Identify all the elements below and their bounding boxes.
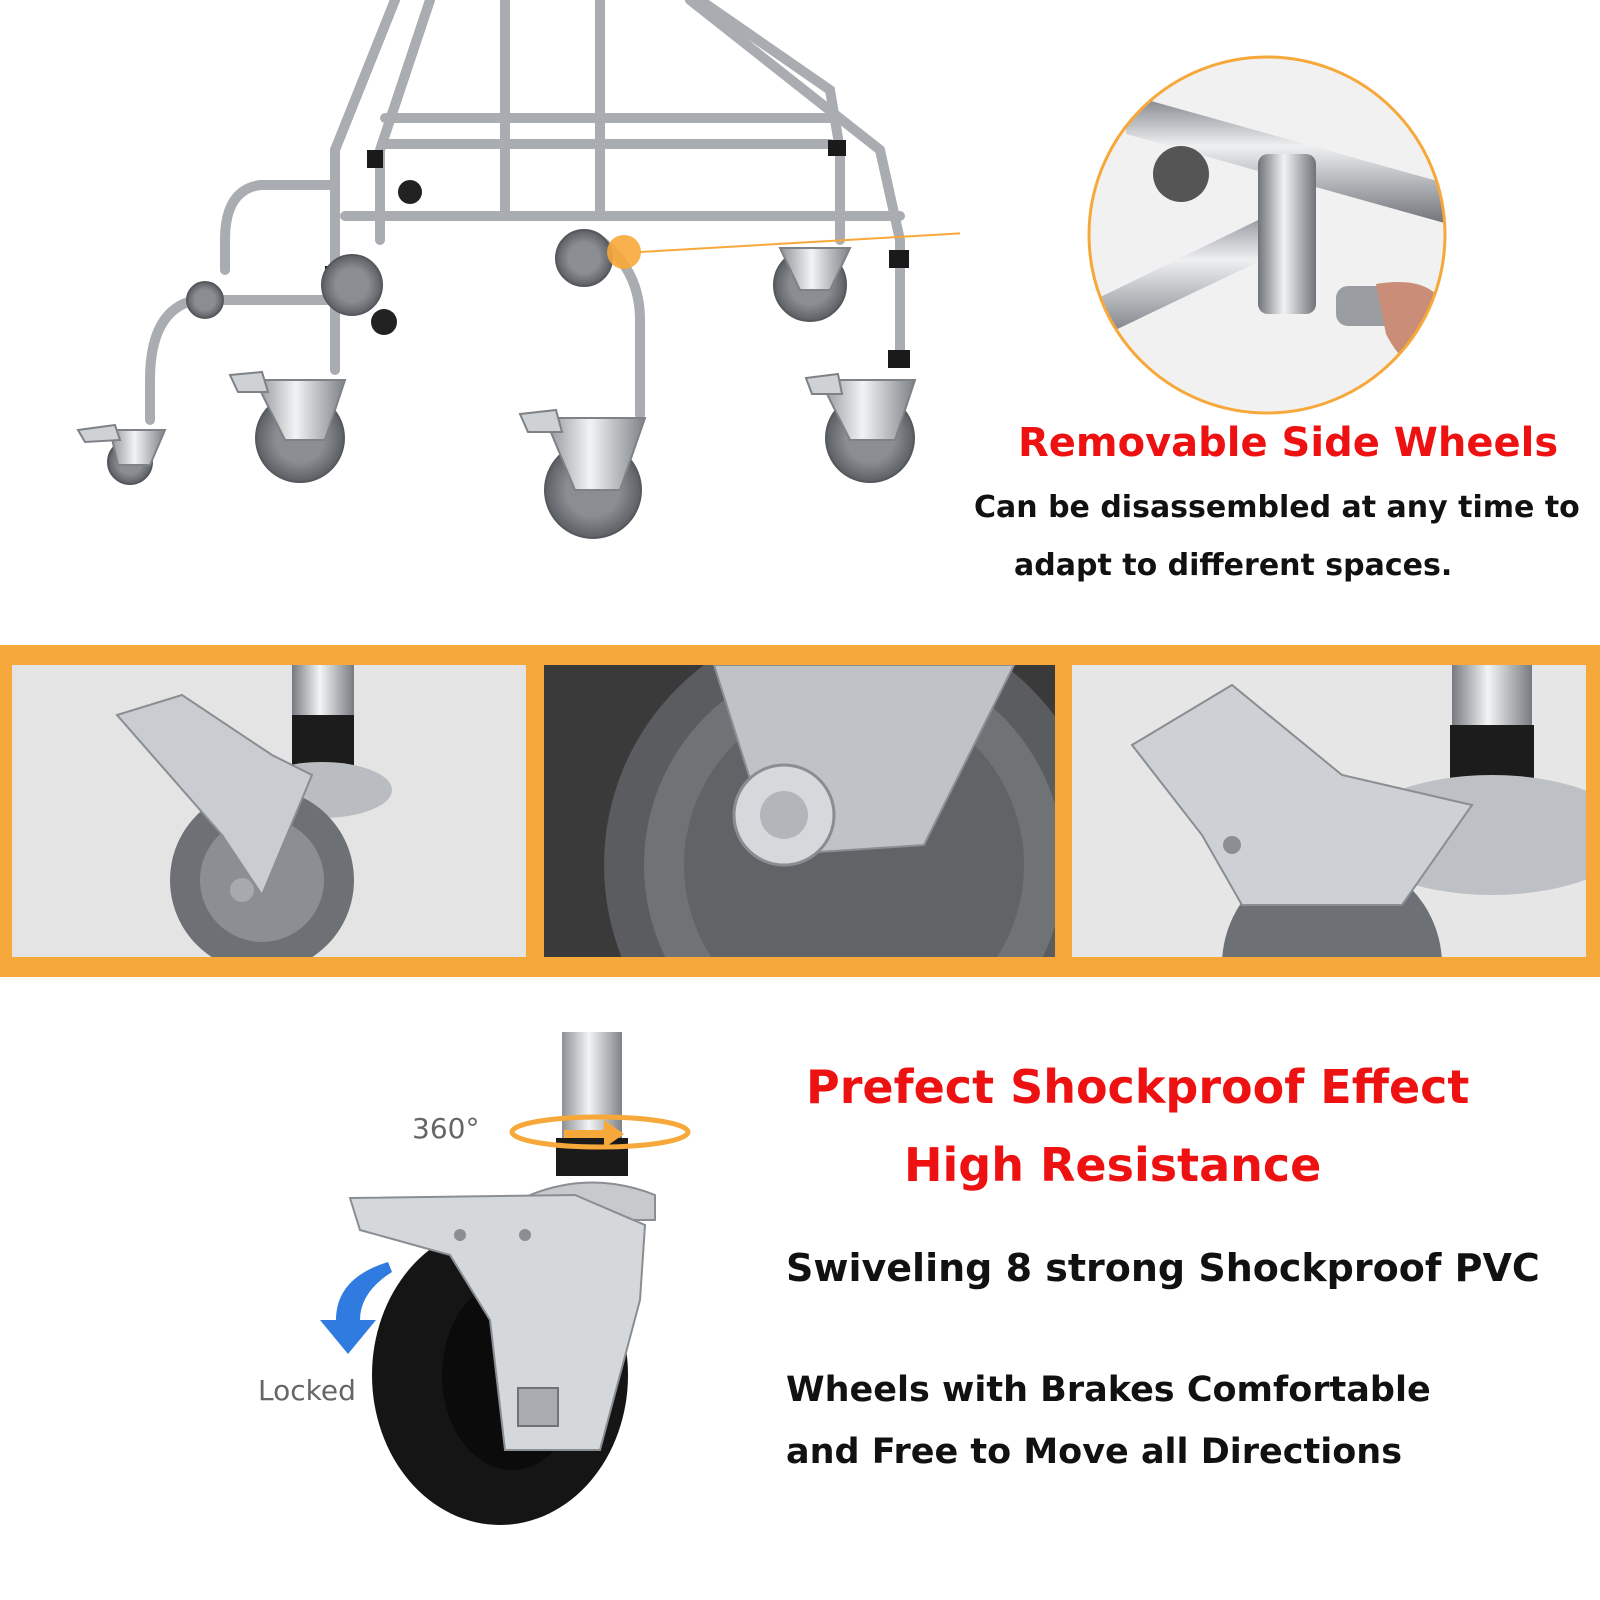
removable-description-line-1: Can be disassembled at any time to bbox=[974, 490, 1580, 525]
caster-photo-wheel-closeup bbox=[544, 665, 1055, 957]
rotation-360-label: 360° bbox=[412, 1112, 480, 1145]
zoom-callout-detail bbox=[1087, 55, 1447, 415]
swivel-description: Swiveling 8 strong Shockproof PVC bbox=[786, 1246, 1540, 1290]
brakes-description-line-2: and Free to Move all Directions bbox=[786, 1432, 1403, 1472]
shockproof-title: Prefect Shockproof Effect bbox=[806, 1060, 1470, 1114]
caster-wheel-diagram bbox=[348, 1032, 656, 1525]
caster-photo-brake-closeup bbox=[1072, 665, 1586, 957]
rotation-ring-arrow-icon bbox=[509, 1114, 691, 1150]
curved-down-arrow-icon bbox=[320, 1262, 392, 1354]
caster-photo-band bbox=[0, 645, 1600, 977]
removable-side-wheels-title: Removable Side Wheels bbox=[1018, 420, 1559, 466]
caster-photo-brake-side bbox=[12, 665, 526, 957]
brakes-description-line-1: Wheels with Brakes Comfortable bbox=[786, 1370, 1431, 1410]
locked-label: Locked bbox=[258, 1374, 356, 1407]
removable-description-line-2: adapt to different spaces. bbox=[1014, 548, 1453, 583]
rack-frame-illustration bbox=[76, 0, 960, 539]
high-resistance-title: High Resistance bbox=[904, 1138, 1322, 1192]
